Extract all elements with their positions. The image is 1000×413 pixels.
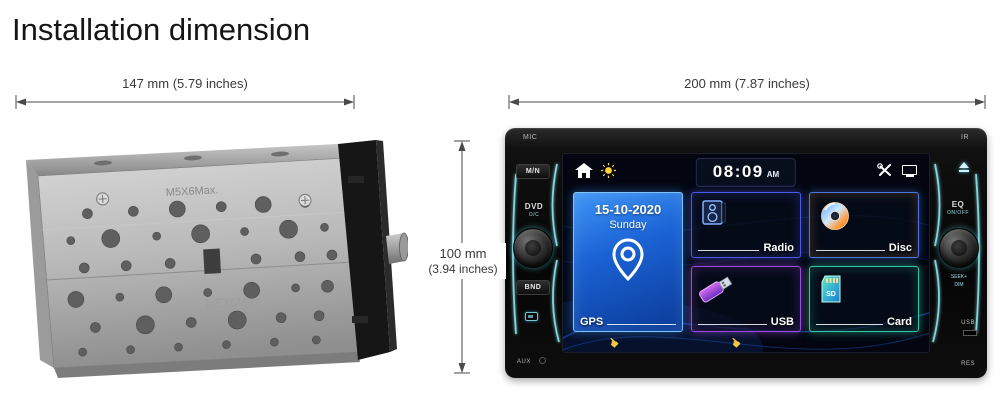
cage-knob-cap xyxy=(399,232,408,262)
mn-button: M/N xyxy=(516,164,550,179)
usb-drive-icon xyxy=(699,276,733,303)
eject-icon xyxy=(959,162,969,172)
brightness-icon xyxy=(601,163,616,178)
sd-card-icon: SD xyxy=(821,275,841,303)
disc-label-row: Disc xyxy=(816,243,912,254)
cage-left-edge xyxy=(26,160,54,368)
usb-port xyxy=(963,330,977,336)
panel-open-icon xyxy=(525,312,538,321)
cage-front-fascia xyxy=(338,140,390,360)
disc-label: Disc xyxy=(888,242,912,254)
unit-width-label: 200 mm (7.87 inches) xyxy=(684,76,810,91)
card-label: Card xyxy=(886,316,912,328)
cage-width-label: 147 mm (5.79 inches) xyxy=(122,76,248,91)
usb-label: USB xyxy=(770,316,794,328)
home-icon xyxy=(575,163,593,178)
sd-icon-text: SD xyxy=(826,291,836,298)
usb-port-label: USB xyxy=(961,320,975,326)
clock: 08:09 AM xyxy=(695,158,797,187)
settings-tools-icon xyxy=(877,163,891,176)
card-tile: SD Card xyxy=(809,266,919,332)
dvd-sub-label: O/C xyxy=(528,212,540,218)
date-text: 15-10-2020 xyxy=(594,202,662,217)
touchscreen: 08:09 AM 15-10-2020 Sunday GPS xyxy=(562,153,930,353)
cage-etch-bottom: M5X6Max xyxy=(205,294,260,311)
radio-label-row: Radio xyxy=(698,243,794,254)
res-label: RES xyxy=(961,361,975,367)
radio-tile: Radio xyxy=(691,192,801,258)
card-label-row: Card xyxy=(816,317,912,328)
radio-label: Radio xyxy=(763,242,794,254)
mic-label: MIC xyxy=(523,134,538,141)
dvd-text: DVD xyxy=(524,202,544,211)
meridiem: AM xyxy=(766,170,780,179)
seek-label: SEEK+ xyxy=(950,274,968,280)
eject-bar xyxy=(959,169,969,172)
select-knob xyxy=(939,228,979,268)
eq-text: EQ xyxy=(951,200,965,209)
day-text: Sunday xyxy=(609,219,647,231)
unit-height-mm: 100 mm xyxy=(439,246,487,261)
eq-label: EQ ON/OFF xyxy=(938,200,978,216)
page-title: Installation dimension xyxy=(12,12,311,47)
disc-icon xyxy=(821,202,849,230)
usb-tile: USB xyxy=(691,266,801,332)
cage-width-dimension-line xyxy=(15,95,355,109)
date-gps-tile: 15-10-2020 Sunday GPS xyxy=(573,192,683,332)
label-underline xyxy=(698,324,767,325)
mounting-cage-illustration: M5X6Max. M5X6Max xyxy=(26,140,408,378)
head-unit: MIC IR M/N DVD O/C BND AUX EQ ON/OFF SEE… xyxy=(505,128,987,378)
dvd-label: DVD O/C xyxy=(514,202,554,218)
display-icon xyxy=(902,165,917,175)
gps-label-row: GPS xyxy=(580,317,676,328)
bnd-button: BND xyxy=(516,280,550,295)
cage-screws xyxy=(96,192,312,207)
label-underline xyxy=(607,324,676,325)
cage-bottom-flange xyxy=(54,352,360,378)
eject-triangle xyxy=(959,162,969,168)
cage-top-face xyxy=(26,144,346,176)
eq-sub-label: ON/OFF xyxy=(947,210,969,216)
disc-tile: Disc xyxy=(809,192,919,258)
aux-label: AUX xyxy=(517,359,531,365)
aux-port xyxy=(539,357,546,364)
label-underline xyxy=(816,250,885,251)
usb-label-row: USB xyxy=(698,317,794,328)
cage-etch-top: M5X6Max. xyxy=(166,184,219,199)
label-underline xyxy=(816,324,883,325)
unit-height-inches: (3.94 inches) xyxy=(428,262,498,276)
gps-label: GPS xyxy=(580,316,604,328)
unit-height-label: 100 mm (3.94 inches) xyxy=(420,243,506,279)
ir-label: IR xyxy=(961,134,969,141)
label-underline xyxy=(698,250,760,251)
time-value: 08:09 xyxy=(712,162,764,181)
location-pin-icon xyxy=(612,238,644,282)
volume-knob xyxy=(513,228,553,268)
speaker-icon xyxy=(702,200,726,225)
unit-width-dimension-line xyxy=(508,95,986,109)
dim-label: DIM xyxy=(954,282,964,288)
